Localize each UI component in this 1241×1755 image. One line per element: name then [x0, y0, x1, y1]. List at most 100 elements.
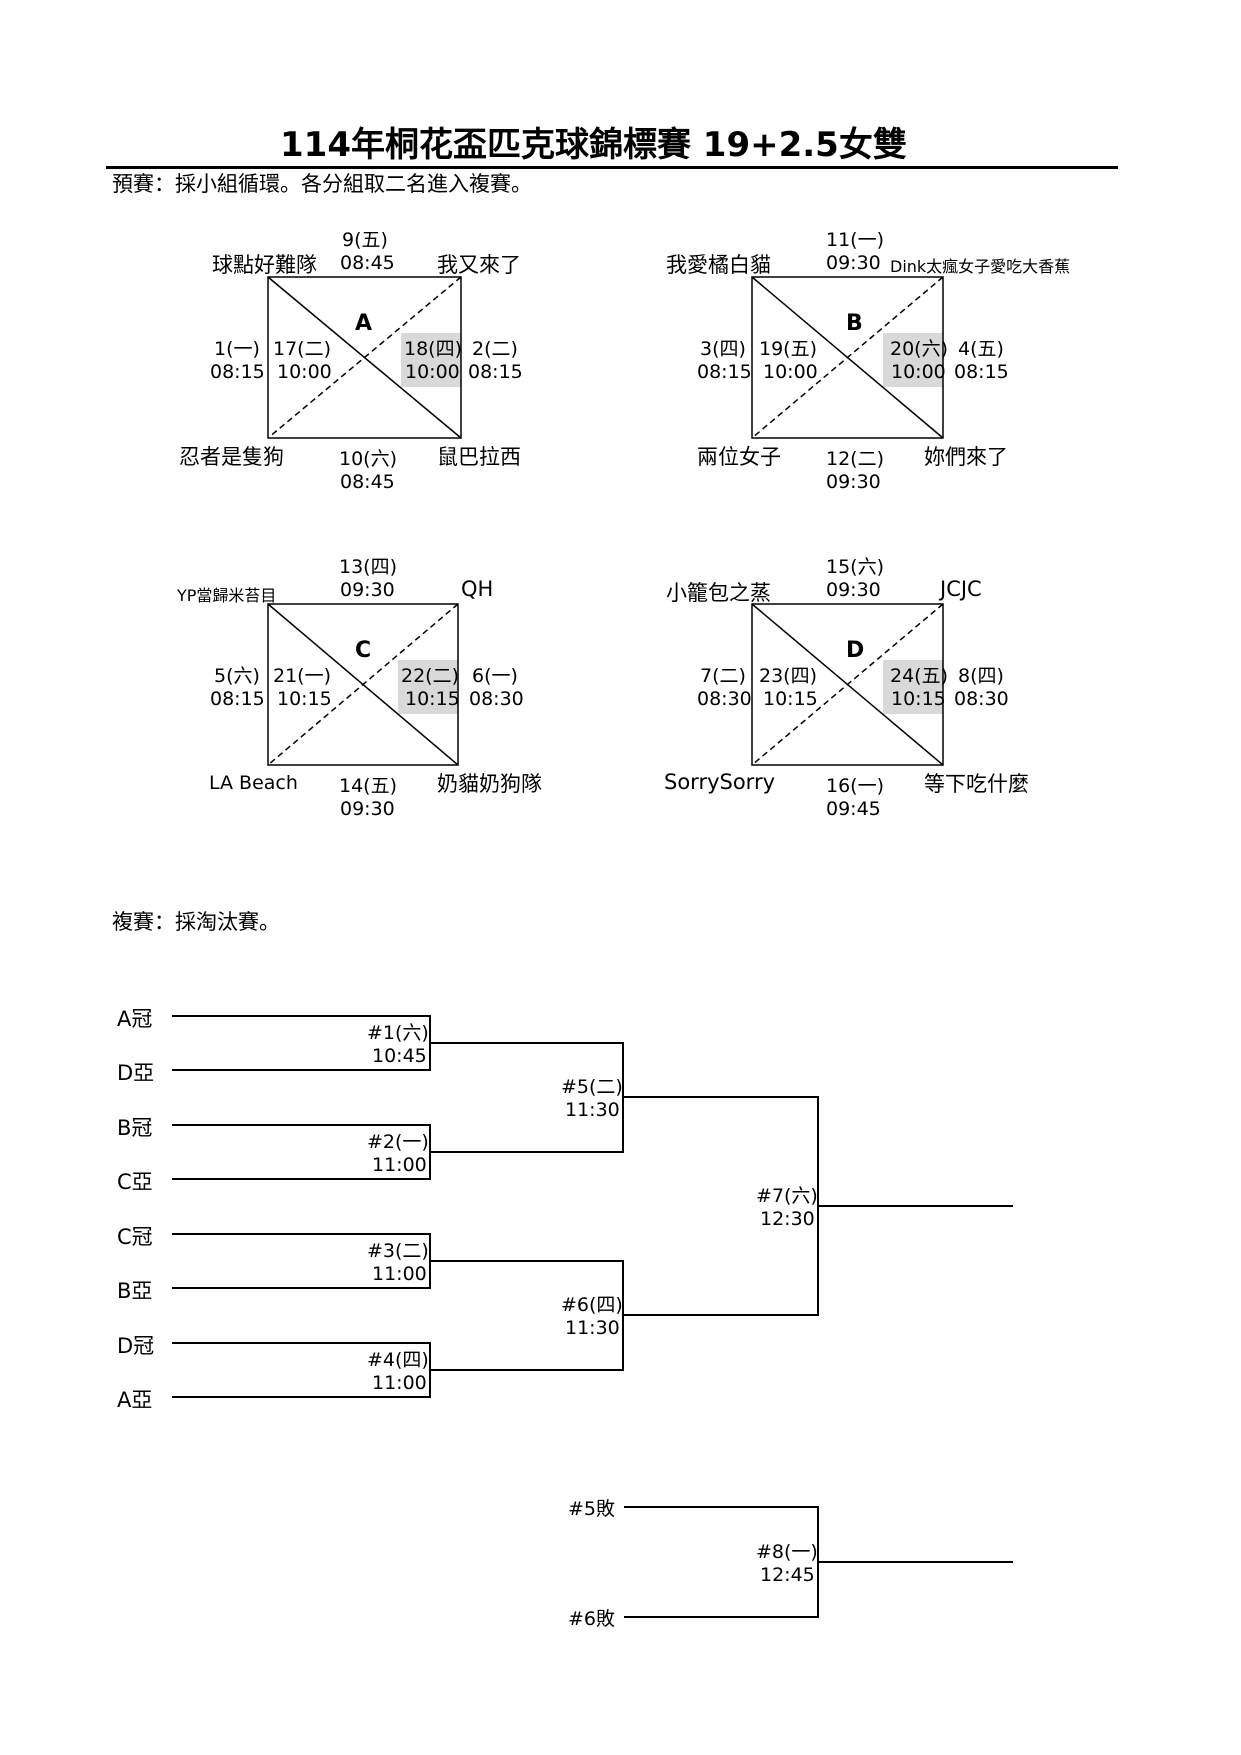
r1-match-4-time: 11:00: [372, 1372, 427, 1394]
group-b-team-bottom-right: 妳們來了: [924, 445, 1008, 469]
group-a-top-match-time: 08:45: [340, 252, 395, 274]
group-c-team-bottom-right: 奶貓奶狗隊: [437, 772, 542, 796]
group-c-left-outer-num: 5(六): [214, 665, 260, 687]
group-d-right-outer-time: 08:30: [954, 688, 1009, 710]
shade-c: [398, 660, 458, 714]
group-c-top-match-num: 13(四): [339, 556, 398, 578]
group-a-team-top-left: 球點好難隊: [212, 253, 317, 277]
group-b-bottom-match-num: 12(二): [826, 448, 885, 470]
group-d-top-match-time: 09:30: [826, 579, 881, 601]
group-b-left-inner-num: 19(五): [759, 338, 818, 360]
group-a-team-bottom-left: 忍者是隻狗: [179, 445, 284, 469]
group-b-top-match-num: 11(一): [826, 229, 885, 251]
group-a-top-match-num: 9(五): [342, 229, 388, 251]
group-a-left-outer-num: 1(一): [214, 338, 260, 360]
group-a-left-outer-time: 08:15: [210, 361, 265, 383]
group-a-team-bottom-right: 鼠巴拉西: [437, 445, 521, 469]
group-a-right-inner-time: 10:00: [405, 361, 460, 383]
group-a-right-outer-num: 2(二): [472, 338, 518, 360]
group-b-box: [751, 276, 944, 439]
group-b-right-outer-time: 08:15: [954, 361, 1009, 383]
semi-1-time: 11:30: [565, 1099, 620, 1121]
shade-a: [401, 333, 461, 387]
third-place-num: #8(一): [756, 1541, 818, 1563]
group-c-right-outer-num: 6(一): [472, 665, 518, 687]
group-d-bottom-match-time: 09:45: [826, 798, 881, 820]
r1-match-3-time: 11:00: [372, 1263, 427, 1285]
r1-match-2-num: #2(一): [367, 1131, 429, 1153]
group-a-bottom-match-num: 10(六): [339, 448, 398, 470]
group-d-right-inner-num: 24(五): [890, 665, 949, 687]
group-d-bottom-match-num: 16(一): [826, 775, 885, 797]
r1-match-2-time: 11:00: [372, 1154, 427, 1176]
page-title: 114年桐花盃匹克球錦標賽 19+2.5女雙: [280, 125, 907, 165]
seed-3: B冠: [117, 1116, 153, 1140]
group-d-left-outer-time: 08:30: [697, 688, 752, 710]
shade-d: [883, 660, 943, 714]
group-d-left-inner-num: 23(四): [759, 665, 818, 687]
group-b-top-match-time: 09:30: [826, 252, 881, 274]
seed-6: B亞: [117, 1279, 153, 1303]
group-b-right-inner-num: 20(六): [890, 338, 949, 360]
r1-match-3-num: #3(二): [367, 1240, 429, 1262]
group-b-label: B: [846, 311, 863, 336]
third-place-input-1: #5敗: [568, 1498, 616, 1520]
group-c-team-top-left: YP當歸米苔目: [177, 586, 277, 605]
r1-match-4-num: #4(四): [367, 1349, 429, 1371]
group-c-right-inner-num: 22(二): [401, 665, 460, 687]
group-c-left-inner-time: 10:15: [277, 688, 332, 710]
seed-8: A亞: [117, 1388, 153, 1412]
group-a-right-inner-num: 18(四): [404, 338, 463, 360]
seed-7: D冠: [117, 1334, 155, 1358]
r1-match-1-num: #1(六): [367, 1022, 429, 1044]
group-a-box: [267, 276, 462, 439]
group-d-team-bottom-left: SorrySorry: [664, 770, 776, 794]
final-time: 12:30: [760, 1208, 815, 1230]
group-c-right-outer-time: 08:30: [469, 688, 524, 710]
group-a-left-inner-num: 17(二): [273, 338, 332, 360]
prelim-note: 預賽：採小組循環。各分組取二名進入複賽。: [112, 172, 532, 196]
group-c-left-inner-num: 21(一): [273, 665, 332, 687]
group-d-left-outer-num: 7(二): [700, 665, 746, 687]
group-d-right-inner-time: 10:15: [891, 688, 946, 710]
group-b-team-bottom-left: 兩位女子: [697, 445, 781, 469]
third-place-input-2: #6敗: [568, 1608, 616, 1630]
group-c-box: [267, 603, 459, 766]
knockout-note: 複賽：採淘汰賽。: [112, 910, 280, 934]
group-b-team-top-right: Dink太瘋女子愛吃大香蕉: [890, 257, 1071, 276]
shade-b: [883, 333, 943, 387]
group-b-right-outer-num: 4(五): [958, 338, 1004, 360]
seed-1: A冠: [117, 1007, 153, 1031]
group-c-team-top-right: QH: [461, 577, 494, 601]
title-rule: [106, 166, 1118, 169]
r1-match-1-time: 10:45: [372, 1045, 427, 1067]
group-b-team-top-left: 我愛橘白貓: [666, 253, 771, 277]
group-a-left-inner-time: 10:00: [277, 361, 332, 383]
group-d-top-match-num: 15(六): [826, 556, 885, 578]
group-d-box: [751, 603, 944, 766]
group-d-team-top-left: 小籠包之蒸: [666, 581, 771, 605]
group-c-bottom-match-num: 14(五): [339, 775, 398, 797]
group-d-right-outer-num: 8(四): [958, 665, 1004, 687]
group-d-team-bottom-right: 等下吃什麼: [924, 772, 1029, 796]
group-a-bottom-match-time: 08:45: [340, 471, 395, 493]
group-b-left-outer-num: 3(四): [700, 338, 746, 360]
group-c-label: C: [355, 638, 372, 663]
semi-1-num: #5(二): [561, 1076, 623, 1098]
group-d-label: D: [846, 638, 865, 663]
final-num: #7(六): [756, 1185, 818, 1207]
group-c-bottom-match-time: 09:30: [340, 798, 395, 820]
group-b-left-inner-time: 10:00: [763, 361, 818, 383]
group-c-team-bottom-left: LA Beach: [209, 772, 298, 794]
group-b-right-inner-time: 10:00: [891, 361, 946, 383]
group-a-right-outer-time: 08:15: [468, 361, 523, 383]
seed-5: C冠: [117, 1225, 153, 1249]
group-a-label: A: [355, 311, 373, 336]
seed-4: C亞: [117, 1170, 153, 1194]
group-a-team-top-right: 我又來了: [437, 253, 521, 277]
group-b-bottom-match-time: 09:30: [826, 471, 881, 493]
group-d-team-top-right: JCJC: [940, 577, 982, 601]
seed-2: D亞: [117, 1061, 155, 1085]
group-c-top-match-time: 09:30: [340, 579, 395, 601]
